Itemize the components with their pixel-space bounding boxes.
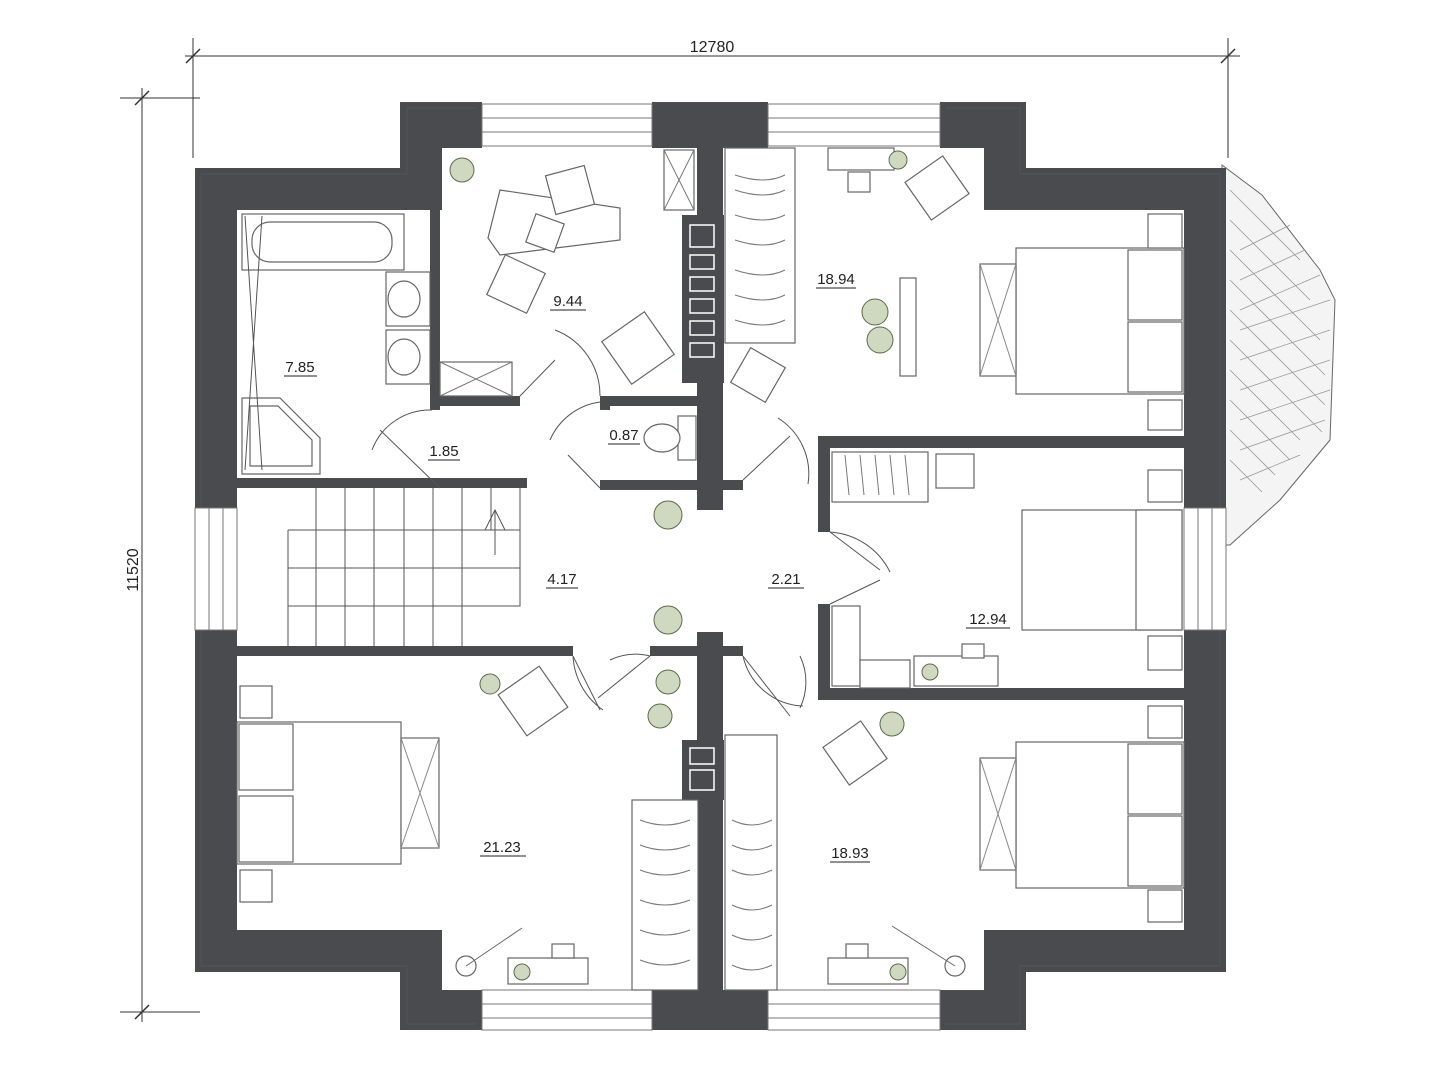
door-swings bbox=[371, 329, 891, 717]
walls bbox=[195, 102, 1226, 1030]
room-area-hall: 2.21 bbox=[771, 571, 800, 588]
dimension-width: 12780 bbox=[185, 38, 1240, 158]
room-area-bedroom-sw: 21.23 bbox=[483, 839, 521, 856]
room-area-stair-hall: 4.17 bbox=[547, 571, 576, 588]
width-label: 12780 bbox=[690, 39, 735, 56]
room-area-bedroom-se: 18.93 bbox=[831, 845, 869, 862]
wc-fixture bbox=[643, 415, 697, 461]
plants bbox=[449, 150, 939, 981]
room-area-bedroom-e: 12.94 bbox=[969, 611, 1007, 628]
bay-roof bbox=[1221, 164, 1336, 546]
bedroom-ne-furniture bbox=[724, 147, 1185, 431]
bedroom-e-furniture bbox=[831, 451, 1183, 689]
windows bbox=[194, 103, 1227, 1031]
bathroom-fixtures bbox=[241, 213, 431, 475]
dimension-height: 11520 bbox=[120, 88, 200, 1022]
bedroom-sw-furniture bbox=[236, 665, 699, 991]
study-furniture bbox=[439, 149, 695, 397]
room-area-wc: 0.87 bbox=[609, 427, 638, 444]
room-area-study: 9.44 bbox=[553, 293, 582, 310]
chimney-flues bbox=[689, 224, 715, 791]
bedroom-se-furniture bbox=[724, 705, 1185, 991]
outer-outline bbox=[200, 107, 1221, 1025]
room-area-bathroom: 7.85 bbox=[285, 359, 314, 376]
room-area-bedroom-ne: 18.94 bbox=[817, 271, 855, 288]
room-labels: 7.85 9.44 18.94 1.85 0.87 4.17 2.21 12.9… bbox=[284, 271, 1010, 863]
height-label: 11520 bbox=[125, 548, 142, 591]
staircase bbox=[287, 488, 521, 646]
room-area-vestibule: 1.85 bbox=[429, 443, 458, 460]
